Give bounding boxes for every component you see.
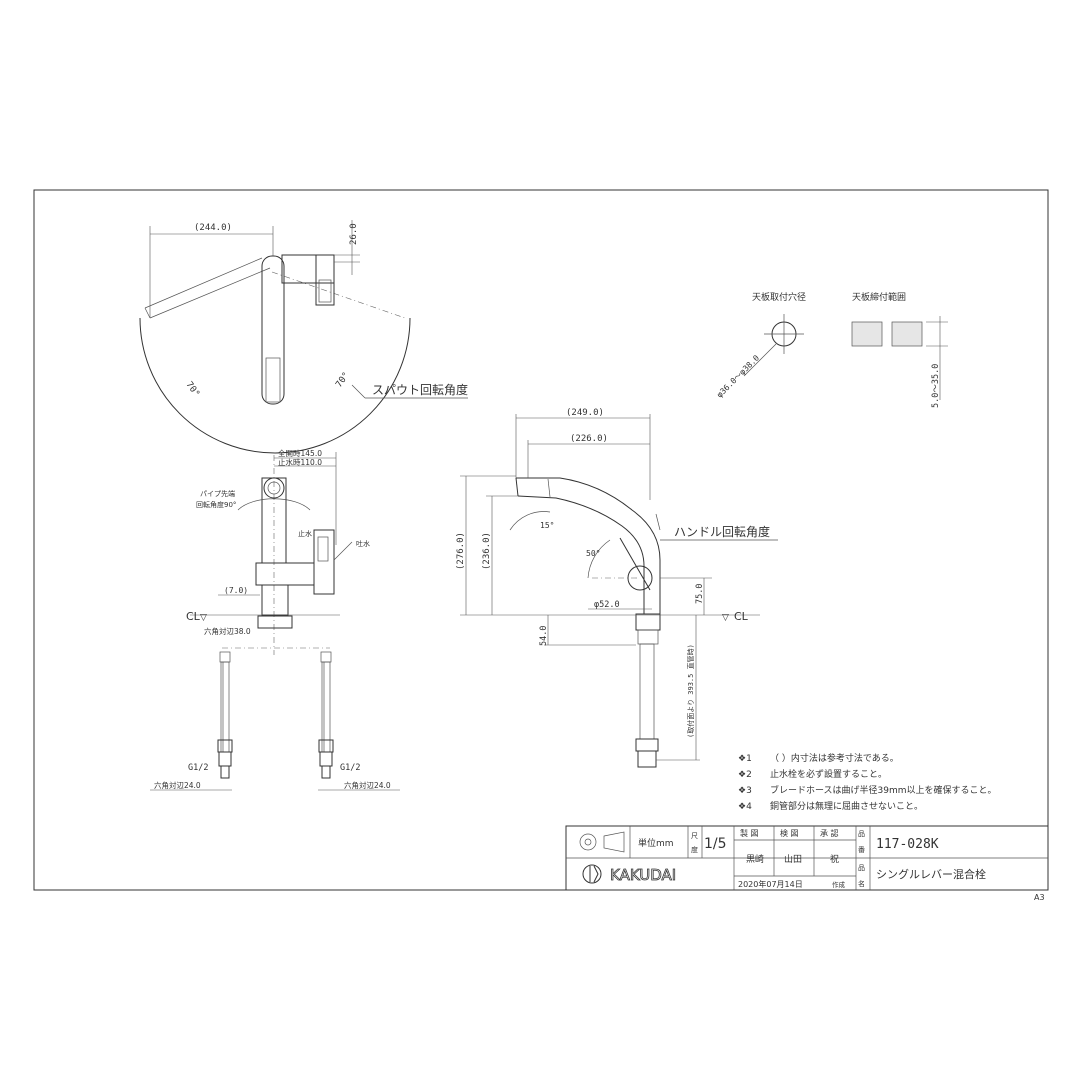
spout-rotation-caption: スパウト回転角度	[372, 382, 468, 397]
notes: ❖1 （ ）内寸法は参考寸法である。 ❖2 止水栓を必ず設置すること。 ❖3 ブ…	[738, 752, 997, 812]
cl-right: CL	[734, 610, 749, 623]
dim-54: 54.0	[539, 626, 549, 646]
sheet-border	[33, 189, 1049, 891]
angle-right: 70°	[334, 371, 352, 390]
svg-text:❖1: ❖1	[738, 754, 752, 764]
scale-value: 1/5	[704, 836, 727, 852]
g-left: G1/2	[188, 763, 208, 773]
svg-text:❖4: ❖4	[738, 802, 752, 812]
svg-text:製 図: 製 図	[740, 828, 759, 838]
side-view: 15° 50° ▽ CL (249.0) (226.0) (276.0) (23…	[456, 408, 778, 768]
svg-text:品: 品	[858, 830, 865, 838]
top-view: (244.0) 26.0 70° 70° スパウト回転角度	[139, 220, 468, 454]
svg-text:検 図: 検 図	[780, 828, 799, 838]
hex-base: 六角対辺38.0	[204, 626, 251, 636]
angle-50: 50°	[586, 549, 600, 558]
dim-stop: 止水時110.0	[278, 457, 322, 467]
pipe-rotation-2: 回転角度90°	[196, 500, 236, 509]
handle-rotation-caption: ハンドル回転角度	[674, 524, 770, 539]
detail-views: 天板取付穴径 φ36.0～φ38.0 天板締付範囲 5.0～35.0	[715, 291, 948, 408]
dim-244: (244.0)	[194, 223, 232, 233]
name-approve: 祝	[830, 853, 839, 865]
svg-text:度: 度	[691, 845, 698, 854]
svg-text:❖2: ❖2	[738, 770, 752, 780]
dim-226: (226.0)	[570, 434, 608, 444]
dim-75: 75.0	[695, 584, 705, 604]
note-2: 止水栓を必ず設置すること。	[770, 768, 887, 780]
dim-393: (取付面より 393.5 直管時)	[686, 644, 695, 738]
range-dim: 5.0～35.0	[931, 364, 941, 408]
label-discharge: 吐水	[356, 539, 370, 548]
pipe-rotation-1: パイプ先端	[200, 489, 235, 498]
svg-text:▽: ▽	[722, 613, 729, 623]
title-block: 単位mm 尺 度 1/5 製 図 検 図 承 認 黒崎 山田 祝 2020年07…	[565, 825, 1049, 891]
dim-236: (236.0)	[482, 532, 492, 570]
angle-15: 15°	[540, 521, 554, 530]
angle-left: 70°	[184, 380, 202, 399]
range-title: 天板締付範囲	[852, 291, 906, 303]
svg-text:名: 名	[858, 879, 865, 888]
rotation-arc	[139, 317, 411, 454]
dim-276: (276.0)	[456, 532, 466, 570]
front-view: CL ▽ 全開時145.0 止水時110.0 パイプ先端 回転角度90° 止水 …	[150, 448, 400, 791]
svg-text:KAKUDAI: KAKUDAI	[610, 866, 676, 884]
note-3: ブレードホースは曲げ半径39mm以上を確保すること。	[770, 784, 997, 796]
label-stop: 止水	[298, 529, 312, 538]
svg-text:▽: ▽	[200, 613, 207, 623]
svg-text:承 認: 承 認	[820, 828, 839, 838]
product-no: 117-028K	[876, 837, 939, 852]
front-handle	[313, 529, 335, 595]
name-check: 山田	[784, 854, 802, 865]
svg-text:尺: 尺	[691, 832, 698, 840]
note-4: 銅管部分は無理に屈曲させないこと。	[770, 800, 923, 812]
svg-text:品: 品	[858, 864, 865, 872]
handle	[315, 254, 335, 306]
product-name: シングルレバー混合栓	[876, 867, 986, 881]
hex-left: 六角対辺24.0	[154, 780, 201, 790]
dim-full-open: 全開時145.0	[278, 448, 322, 458]
cl-left: CL	[186, 610, 201, 623]
name-made: 黒崎	[746, 853, 764, 865]
hex-right: 六角対辺24.0	[344, 780, 391, 790]
sheet-size: A3	[1034, 893, 1045, 902]
dim-26: 26.0	[349, 223, 359, 245]
dim-52: φ52.0	[594, 600, 620, 610]
dim-offset: (7.0)	[224, 586, 248, 595]
svg-text:番: 番	[858, 846, 865, 854]
dim-249: (249.0)	[566, 408, 604, 418]
hole-dim: φ36.0～φ38.0	[715, 353, 761, 399]
g-right: G1/2	[340, 763, 360, 773]
unit: 単位mm	[638, 837, 674, 849]
kakudai-logo: KAKUDAI	[582, 864, 677, 884]
hole-title: 天板取付穴径	[752, 291, 806, 303]
date: 2020年07月14日	[738, 879, 803, 889]
svg-text:❖3: ❖3	[738, 786, 752, 796]
note-1: （ ）内寸法は参考寸法である。	[770, 752, 899, 764]
svg-text:作成: 作成	[832, 880, 846, 889]
spout-side	[516, 477, 661, 614]
spout-body	[261, 255, 285, 405]
